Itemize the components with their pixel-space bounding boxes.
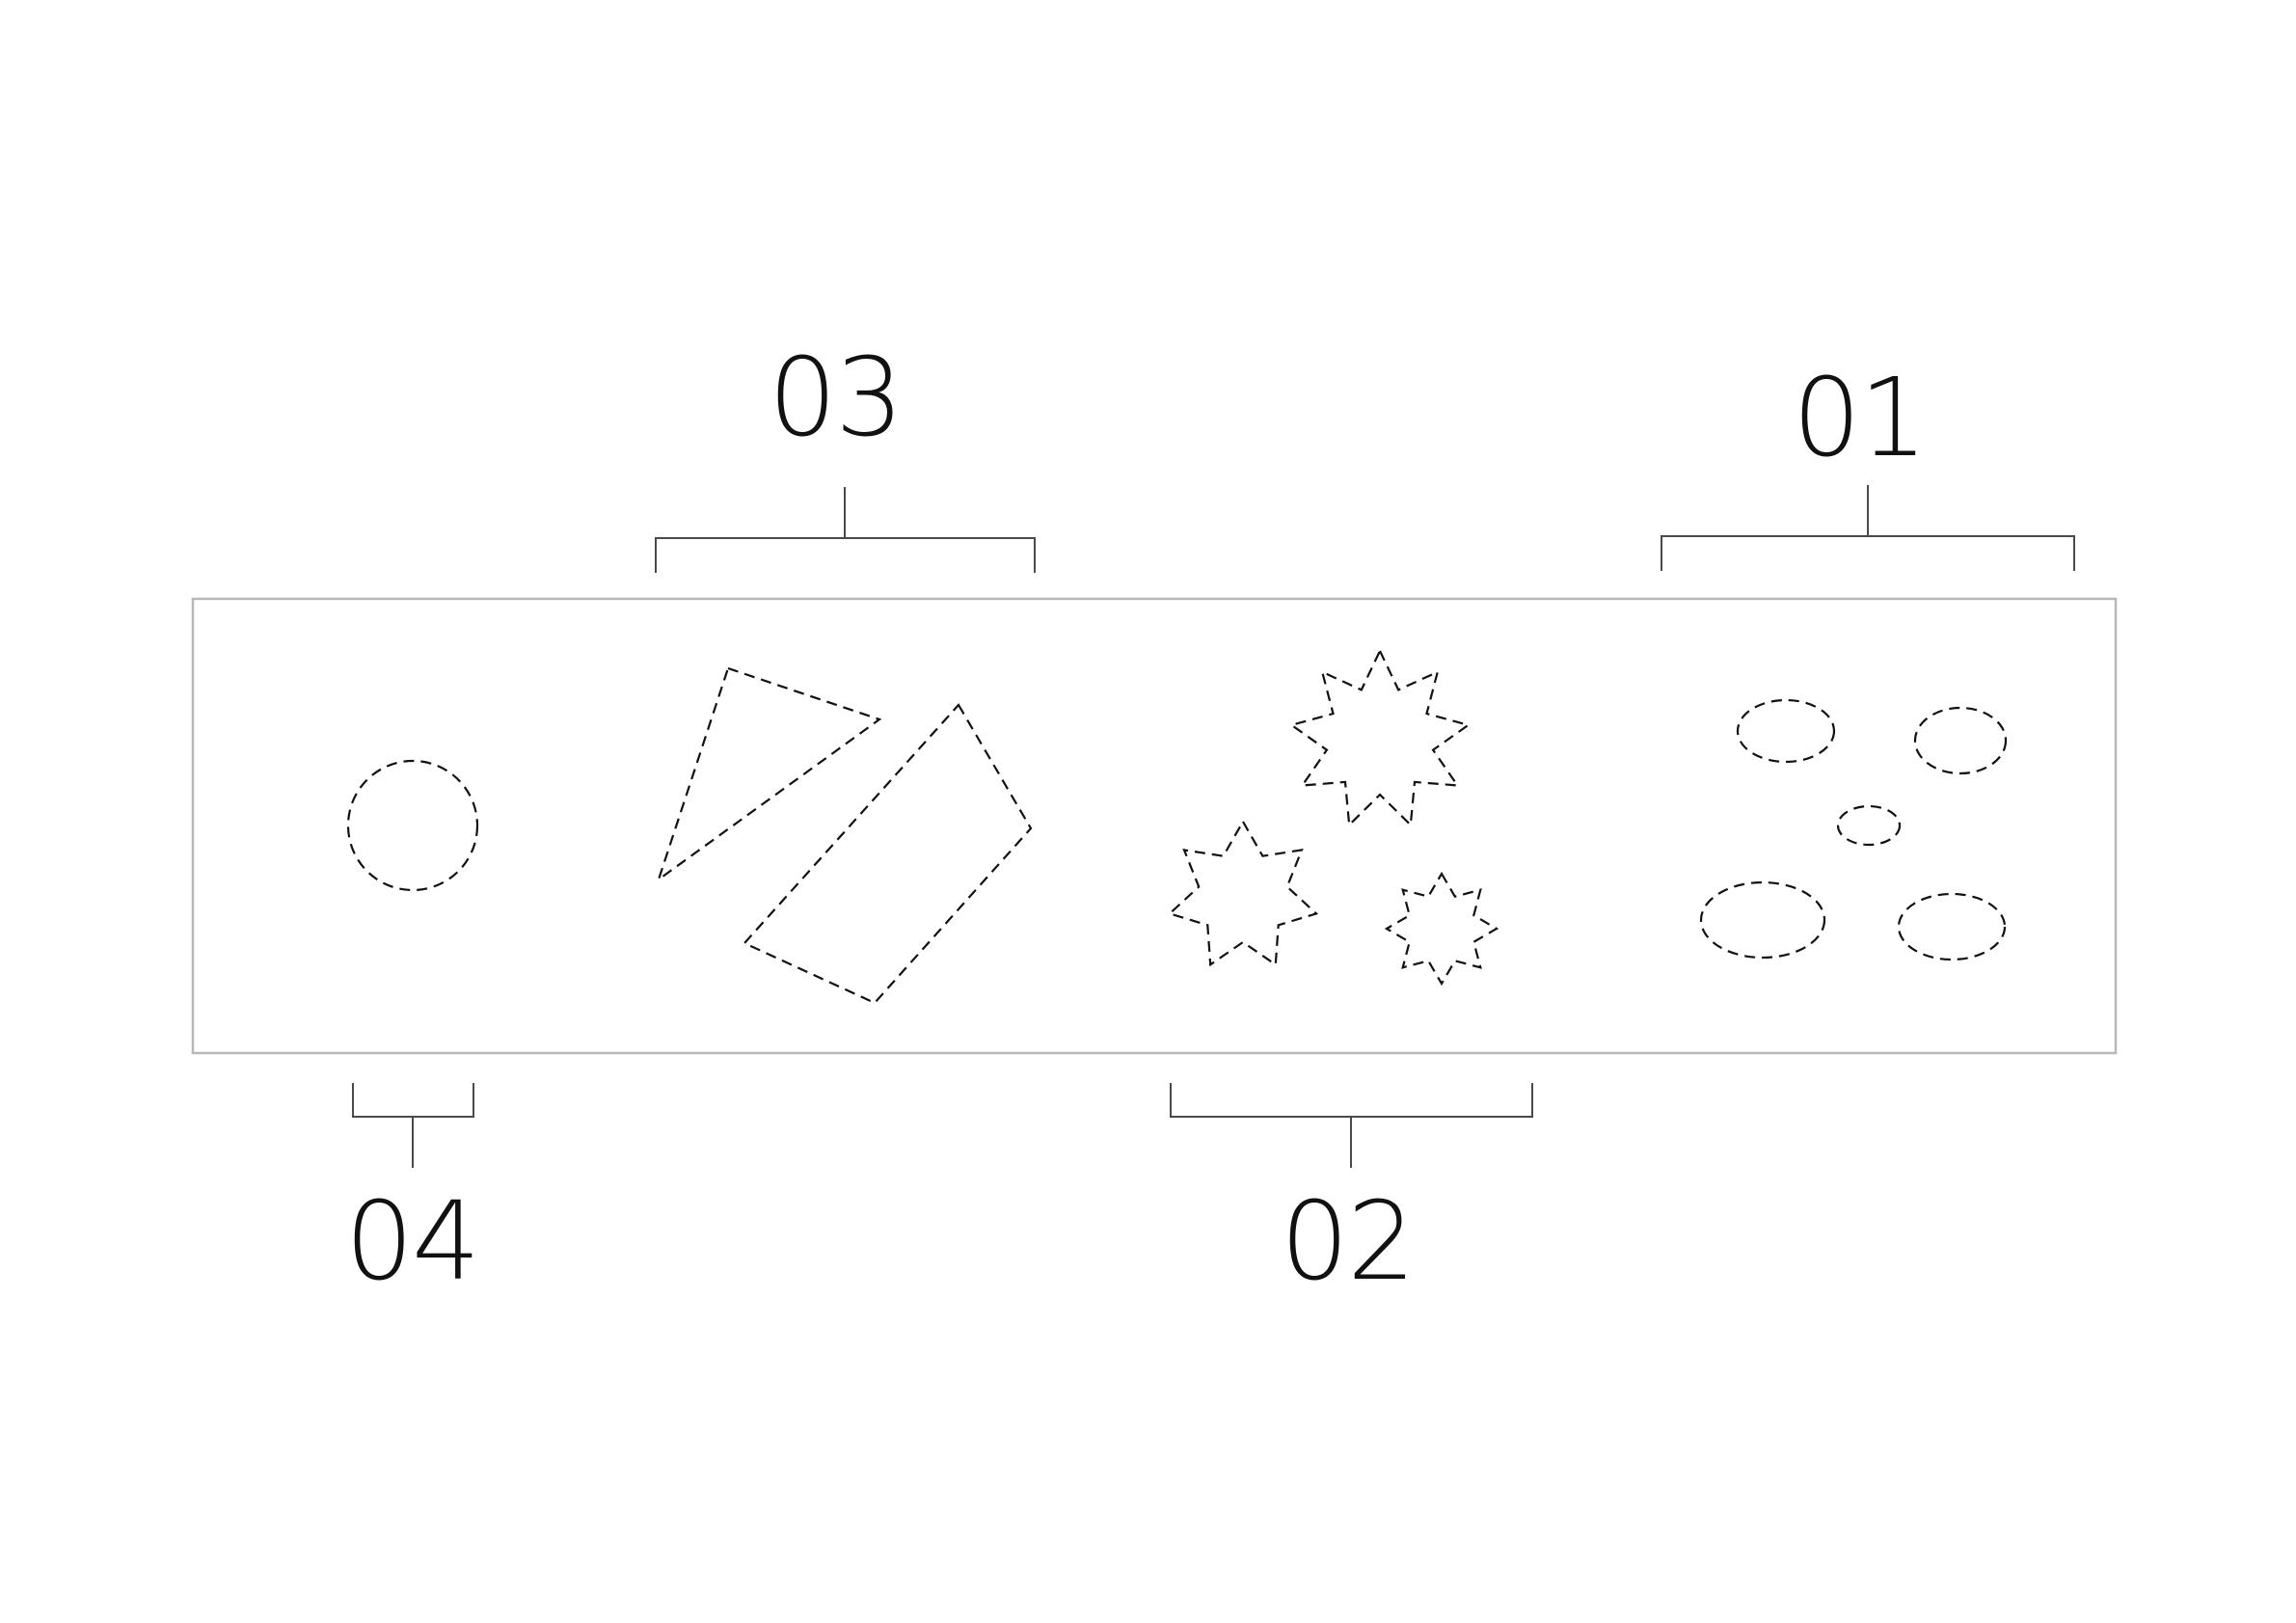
cutout-quadrilateral	[743, 703, 1033, 1005]
cutout-star	[1167, 819, 1319, 967]
cutout-ellipse	[1897, 892, 2007, 961]
label-04: 04	[345, 1179, 479, 1305]
cutout-ellipse	[1699, 880, 1826, 960]
label-02: 02	[1281, 1179, 1415, 1305]
cutout-ellipse	[1836, 804, 1902, 847]
bracket-03	[655, 487, 1036, 573]
cutout-triangle	[656, 666, 882, 882]
stars-group	[1167, 648, 1499, 987]
bracket-04	[352, 1083, 474, 1168]
label-03: 03	[769, 336, 903, 461]
cutout-ellipse	[1736, 698, 1836, 764]
cutout-star	[1288, 648, 1472, 827]
cutout-star	[1384, 871, 1499, 987]
panel-outline	[191, 597, 2118, 1055]
bracket-02	[1170, 1083, 1533, 1168]
cutout-circle	[346, 759, 479, 892]
label-01: 01	[1793, 356, 1927, 481]
cutout-ellipse	[1913, 706, 2008, 775]
bracket-01	[1661, 485, 2075, 571]
